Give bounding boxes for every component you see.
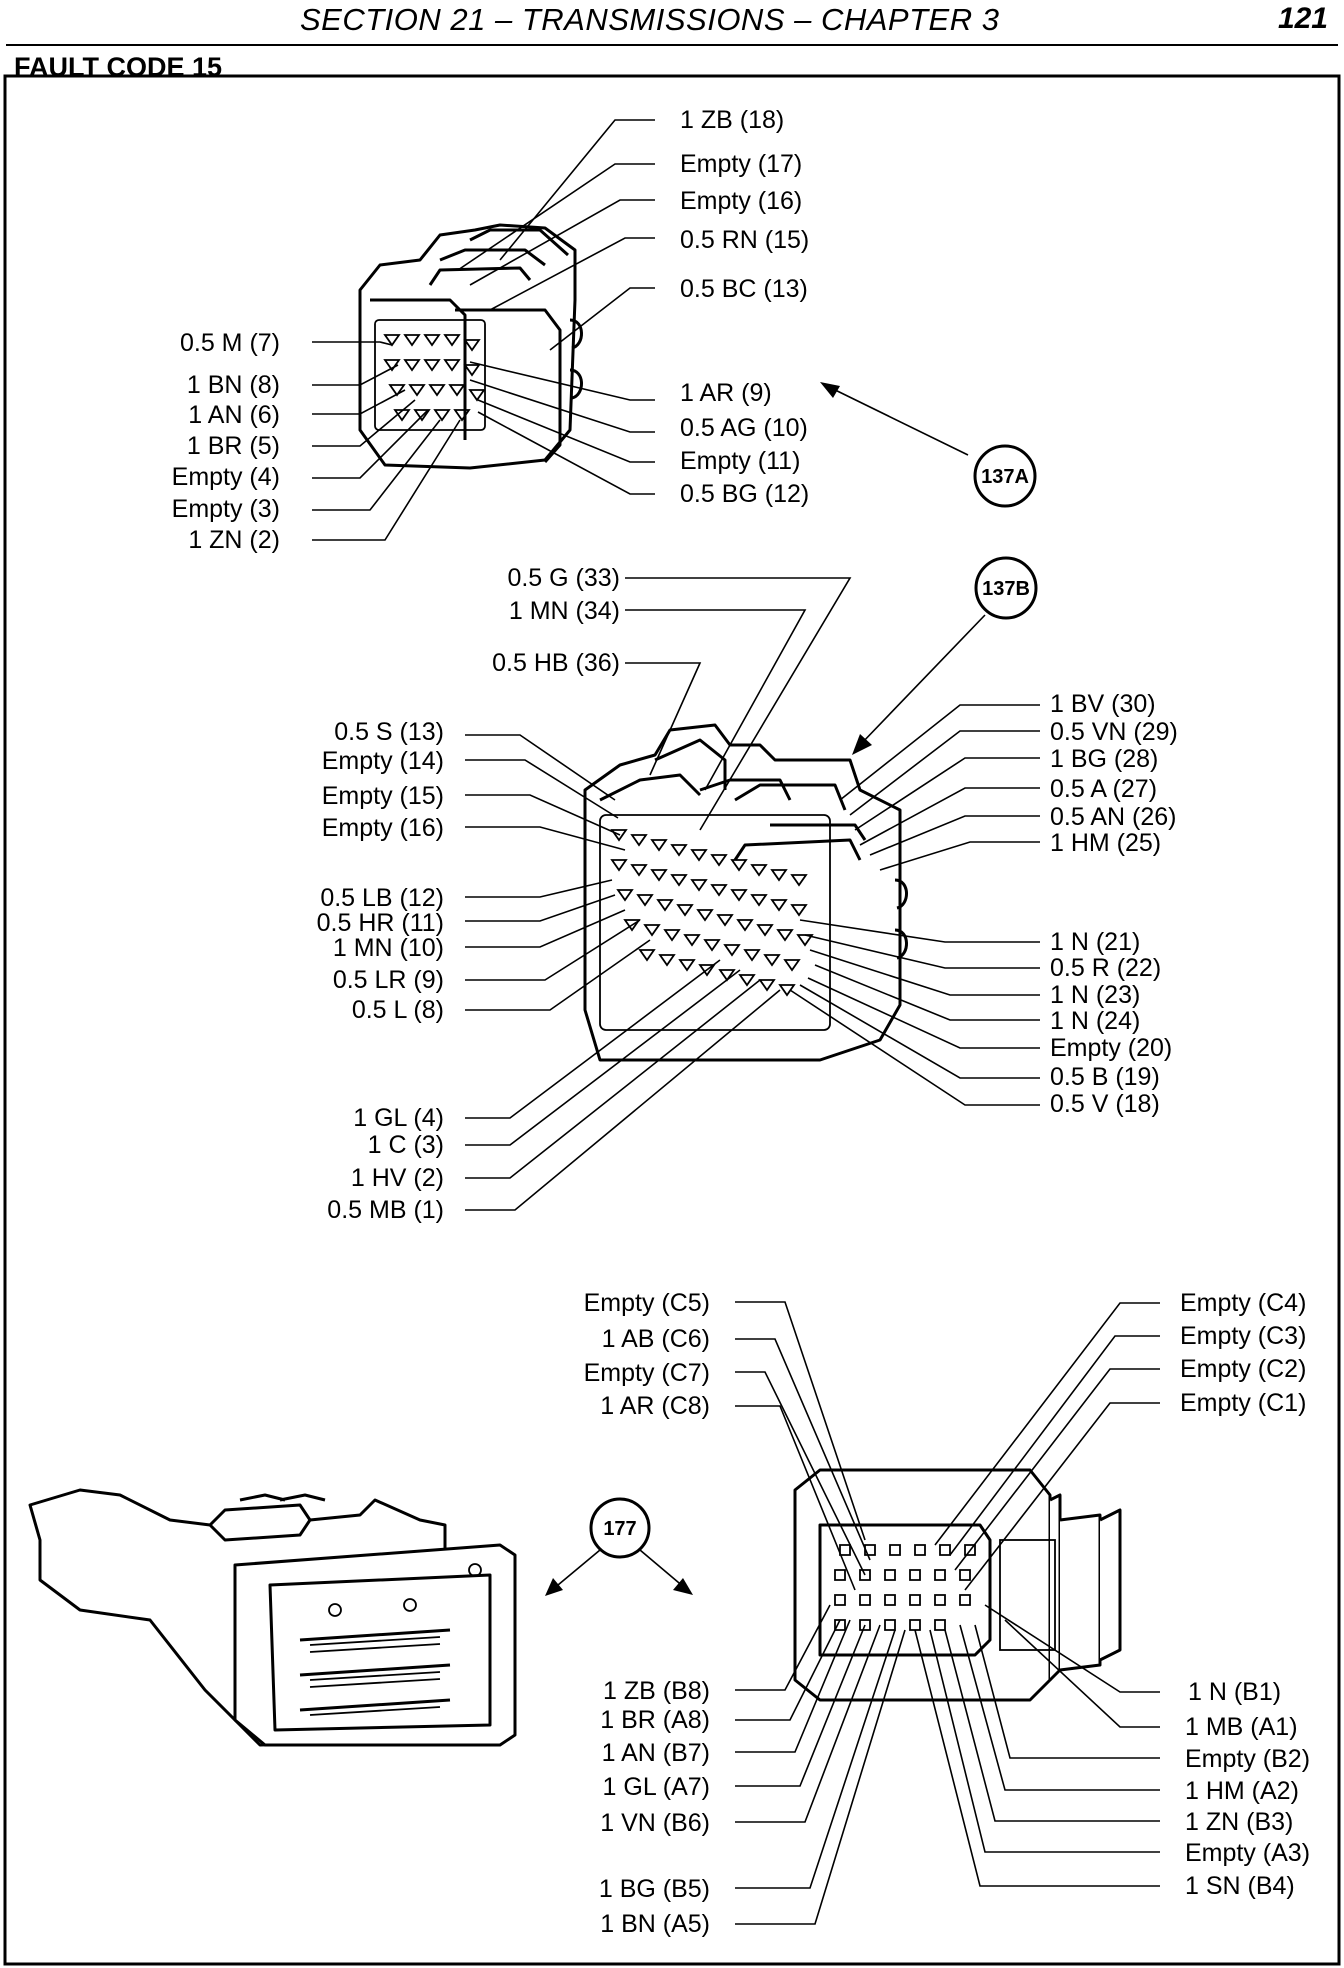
label-177-bottom-left: 1 GL (A7) [603,1773,710,1801]
connector-177-arrow-right [639,1549,686,1589]
label-137b-top: 0.5 G (33) [507,564,620,592]
label-137a-right: 0.5 RN (15) [680,226,809,254]
label-137a-right: 1 AR (9) [680,379,772,407]
label-137a-right: Empty (11) [680,447,800,475]
label-137a-right: 1 ZB (18) [680,106,784,134]
label-137b-right: 0.5 R (22) [1050,954,1161,982]
label-137a-left: 1 ZN (2) [188,526,280,554]
connector-137a-ref: 137A [981,466,1029,488]
label-137a-right: Empty (16) [680,187,802,215]
label-137b-right: 1 N (23) [1050,981,1140,1009]
label-137b-left: 1 C (3) [368,1131,444,1159]
connector-137b: 0.5 G (33) 1 MN (34) 0.5 HB (36) 0.5 S (… [317,556,1178,1224]
connector-137b-terminals [610,829,814,997]
label-137b-left: 1 MN (10) [333,934,444,962]
label-137b-left: 1 GL (4) [353,1104,444,1132]
label-137a-right: Empty (17) [680,150,802,178]
label-137b-left: Empty (14) [322,747,444,775]
label-137b-left: 0.5 MB (1) [327,1196,444,1224]
label-137b-right: 0.5 B (19) [1050,1063,1160,1091]
connector-137b-arrow [859,614,986,746]
label-137a-left: Empty (3) [172,495,280,523]
label-177-top-right: Empty (C1) [1180,1389,1306,1417]
label-177-top-left: Empty (C5) [584,1289,710,1317]
label-137b-top: 1 MN (34) [509,597,620,625]
diagram-frame [3,74,1341,1966]
label-177-bottom-right: Empty (A3) [1185,1839,1310,1867]
label-177-top-right: Empty (C2) [1180,1355,1306,1383]
label-137b-left: Empty (15) [322,782,444,810]
label-137b-right: 1 HM (25) [1050,829,1161,857]
label-177-bottom-left: 1 AN (B7) [602,1739,710,1767]
label-137b-left: 0.5 S (13) [334,718,444,746]
connector-177: Empty (C5) 1 AB (C6) Empty (C7) 1 AR (C8… [28,1289,1310,1938]
label-177-bottom-left: 1 BR (A8) [600,1706,710,1734]
connector-177-ref-bubble [589,1497,651,1559]
label-137b-left: Empty (16) [322,814,444,842]
label-177-bottom-right: 1 N (B1) [1188,1678,1281,1706]
label-137a-right: 0.5 AG (10) [680,414,808,442]
label-137b-top: 0.5 HB (36) [492,649,620,677]
label-137b-right: 1 BV (30) [1050,690,1156,718]
label-137a-left: Empty (4) [172,463,280,491]
connector-137a: 1 ZB (18) Empty (17) Empty (16) 0.5 RN (… [172,106,1037,554]
label-177-bottom-right: Empty (B2) [1185,1745,1310,1773]
label-177-bottom-left: 1 ZB (B8) [603,1677,710,1705]
label-137a-right: 0.5 BG (12) [680,480,809,508]
label-137a-left: 0.5 M (7) [180,329,280,357]
label-137a-left: 1 BN (8) [187,371,280,399]
connector-177-terminals [834,1544,976,1631]
connector-137a-arrow [824,384,969,456]
label-137b-right: 1 N (24) [1050,1007,1140,1035]
page-header-title: SECTION 21 – TRANSMISSIONS – CHAPTER 3 [300,2,1000,37]
connector-137a-ref-bubble [973,444,1037,508]
label-177-top-right: Empty (C4) [1180,1289,1306,1317]
label-177-top-right: Empty (C3) [1180,1322,1306,1350]
connector-137b-ref-bubble [974,556,1038,620]
connector-137a-body [358,223,583,470]
label-137b-right: 0.5 A (27) [1050,775,1157,803]
label-177-top-left: Empty (C7) [584,1359,710,1387]
label-137b-left: 0.5 LB (12) [320,884,444,912]
label-137b-right: 0.5 AN (26) [1050,803,1176,831]
label-137b-left: 0.5 L (8) [352,996,444,1024]
label-137b-right: 0.5 VN (29) [1050,718,1178,746]
label-177-bottom-left: 1 BN (A5) [600,1910,710,1938]
label-177-bottom-left: 1 BG (B5) [599,1875,710,1903]
label-137b-left: 0.5 LR (9) [333,966,444,994]
connector-137a-terminals [383,334,486,422]
label-177-bottom-right: 1 SN (B4) [1185,1872,1295,1900]
label-137a-right: 0.5 BC (13) [680,275,808,303]
connector-137b-body [583,723,908,1062]
connector-177-ref: 177 [603,1518,636,1540]
label-137b-right: 1 BG (28) [1050,745,1158,773]
connector-177-component-socket [793,1468,1122,1702]
label-177-bottom-right: 1 ZN (B3) [1185,1808,1293,1836]
label-177-bottom-right: 1 MB (A1) [1185,1713,1298,1741]
header-rule [6,44,1338,46]
label-137b-right: Empty (20) [1050,1034,1172,1062]
page-number: 121 [1277,2,1328,35]
label-137b-left: 0.5 HR (11) [317,909,444,937]
label-137a-left: 1 AN (6) [188,401,280,429]
connector-177-harness-plug [28,1488,517,1747]
label-177-bottom-left: 1 VN (B6) [600,1809,710,1837]
label-177-top-left: 1 AR (C8) [600,1392,710,1420]
label-137b-right: 0.5 V (18) [1050,1090,1160,1118]
label-177-top-left: 1 AB (C6) [602,1325,710,1353]
label-137b-left: 1 HV (2) [351,1164,444,1192]
connector-137b-ref: 137B [982,578,1030,600]
connector-177-arrow-left [551,1549,601,1591]
label-137b-right: 1 N (21) [1050,928,1140,956]
label-137a-left: 1 BR (5) [187,432,280,460]
label-177-bottom-right: 1 HM (A2) [1185,1777,1299,1805]
